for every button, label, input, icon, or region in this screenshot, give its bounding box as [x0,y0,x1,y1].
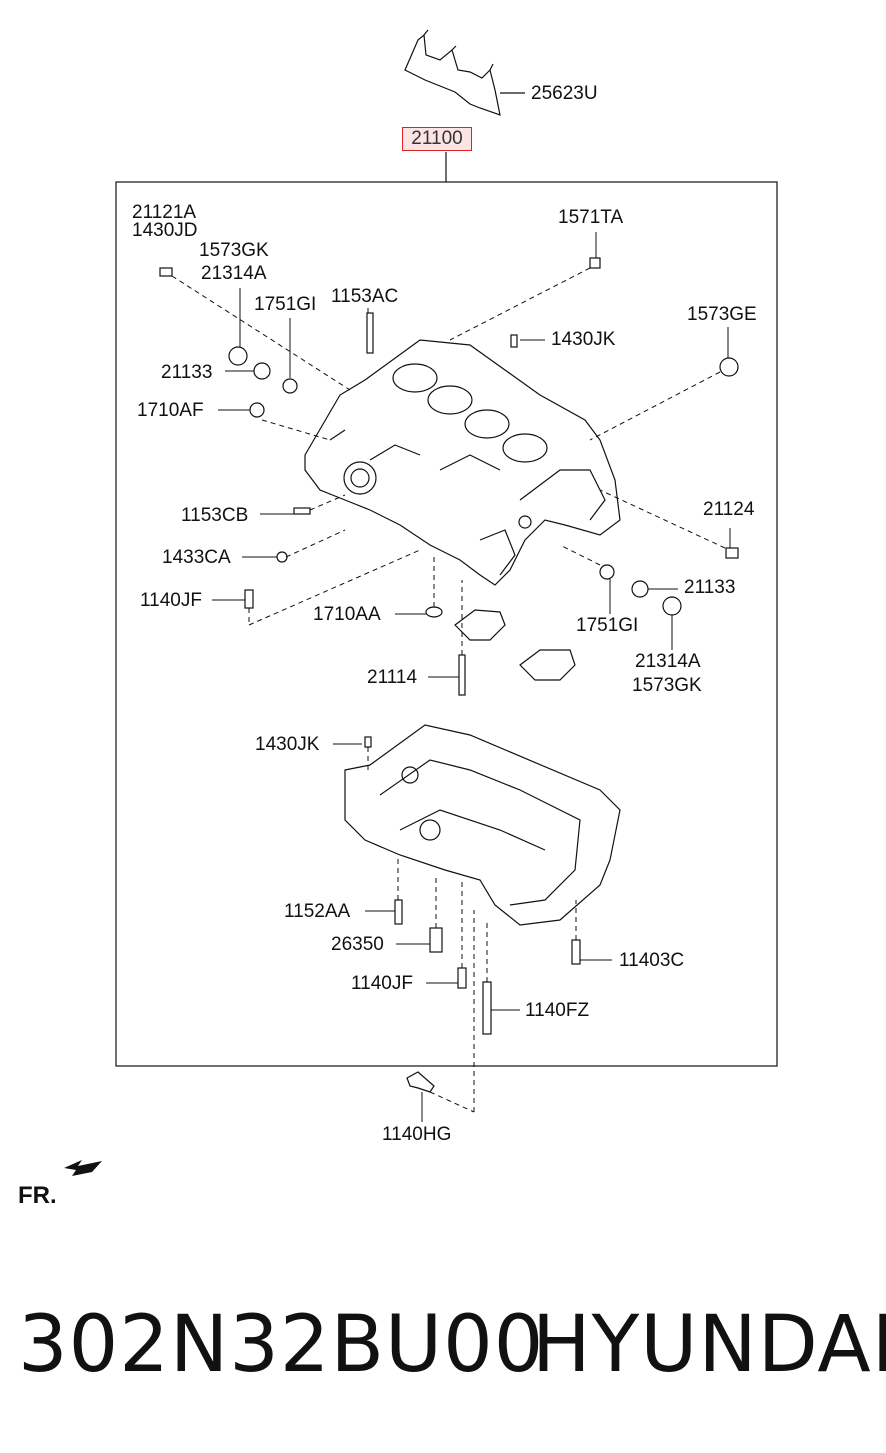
label-21114: 21114 [367,667,418,688]
label-25623U: 25623U [531,83,598,104]
bolt-11403C [571,939,581,965]
label-1152AA: 1152AA [284,901,351,922]
plug-21133-right [631,580,649,598]
label-1751GI-top: 1751GI [254,294,317,315]
front-direction-arrow-icon [64,1160,102,1176]
plug-1573GE [719,357,739,377]
bolt-1140FZ [482,981,492,1035]
label-1751GI-bottom: 1751GI [576,615,639,636]
label-11403C: 11403C [619,950,685,971]
bolt-1140JF-top [244,589,254,609]
footer-part-number: 302N32BU00 [18,1300,545,1390]
label-1430JK-top: 1430JK [551,329,616,350]
oil-pan [344,724,621,926]
label-1140HG: 1140HG [382,1124,452,1145]
label-1433CA: 1433CA [162,547,231,568]
label-21133-left: 21133 [161,362,213,383]
pin-21124 [725,547,739,559]
plug-1433CA [276,551,288,563]
plug-1571TA [589,257,601,269]
stud-1152AA [394,899,403,925]
label-1140JF-bottom: 1140JF [351,973,413,994]
oring-1751GI-right [599,564,615,580]
bolt-1140HG [406,1071,435,1093]
label-1573GE: 1573GE [687,304,757,325]
bearing-cap-1 [454,609,506,641]
label-21121A: 21121A [132,202,197,223]
gasket-part-25623U [404,29,501,116]
label-26350: 26350 [331,934,384,955]
label-1140FZ: 1140FZ [525,1000,590,1021]
oring-1710AA [425,606,443,618]
label-1710AF: 1710AF [137,400,204,421]
pin-1430JD [159,267,173,277]
stud-1153AC [366,312,374,354]
label-1710AA: 1710AA [313,604,381,625]
pin-1430JK-bottom [364,736,372,748]
label-1571TA: 1571TA [558,207,624,228]
label-21314A-bottom: 21314A [635,651,701,672]
assembly-frame [115,181,778,1067]
label-21124: 21124 [703,499,755,520]
label-21100-highlighted[interactable]: 21100 [402,127,472,151]
label-1573GK-bottom: 1573GK [632,675,702,696]
footer-brand: HYUNDAI [532,1300,886,1390]
front-direction-label: FR. [18,1182,57,1209]
pin-1430JK-top [510,334,518,348]
label-1153CB: 1153CB [181,505,249,526]
label-1140JF-top: 1140JF [140,590,202,611]
bearing-cap-2 [519,649,576,681]
sensor-26350 [429,927,443,953]
label-21133-right: 21133 [684,577,736,598]
label-1153AC: 1153AC [331,286,399,307]
bolt-21114 [458,654,466,696]
label-1430JK-bottom: 1430JK [255,734,320,755]
label-1573GK-top: 1573GK [199,240,269,261]
stud-1153CB [293,507,311,515]
label-21314A-top: 21314A [201,263,267,284]
plug-21133-left [253,362,271,380]
plug-21314A-left [228,346,248,366]
oring-1751GI-left [282,378,298,394]
bolt-1140JF-bottom [457,967,467,989]
label-1430JD: 1430JD [132,220,198,241]
plug-21314A-right [662,596,682,616]
cylinder-block [304,339,621,586]
oring-1710AF [249,402,265,418]
